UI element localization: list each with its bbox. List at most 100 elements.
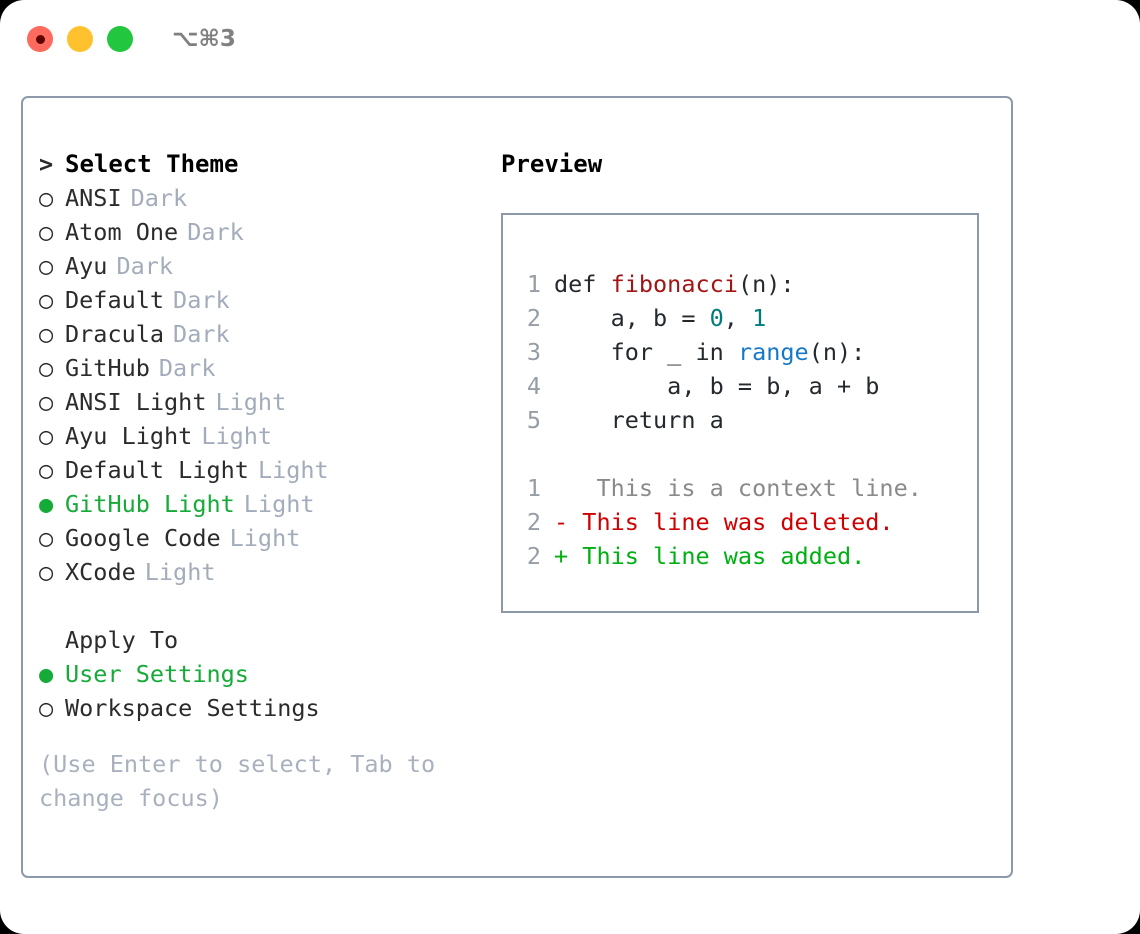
zoom-button-icon[interactable] xyxy=(107,26,133,52)
radio-icon[interactable]: ○ xyxy=(39,354,54,382)
theme-list-item[interactable]: ○ Default Dark xyxy=(39,283,479,317)
code-token: , xyxy=(723,304,753,332)
theme-list-item-selected[interactable]: ● GitHub Light Light xyxy=(39,487,479,521)
code-line: 2 a, b = 0, 1 xyxy=(503,301,977,335)
code-token: (n): xyxy=(808,338,866,366)
radio-icon[interactable]: ○ xyxy=(39,524,54,552)
keyboard-shortcut-label: ⌥⌘3 xyxy=(172,26,236,52)
window-controls xyxy=(27,26,133,52)
diff-content: This line was deleted. xyxy=(568,508,894,536)
theme-variant-tag: Dark xyxy=(116,252,174,280)
radio-icon[interactable]: ○ xyxy=(39,286,54,314)
code-content: for _ in range(n): xyxy=(554,335,866,369)
theme-list-item[interactable]: ○ ANSI Dark xyxy=(39,181,479,215)
theme-list: ○ ANSI Dark ○ Atom One Dark ○ Ayu Dark xyxy=(39,181,479,589)
radio-icon[interactable]: ○ xyxy=(39,558,54,586)
radio-icon[interactable]: ○ xyxy=(39,218,54,246)
theme-variant-tag: Light xyxy=(229,524,301,552)
code-token: for _ in xyxy=(554,338,738,366)
diff-sign xyxy=(554,471,568,505)
line-number: 1 xyxy=(526,474,541,502)
theme-name: ANSI Light xyxy=(65,388,207,416)
line-number: 2 xyxy=(526,542,541,570)
radio-icon[interactable]: ○ xyxy=(39,388,54,416)
preview-box: 1 def fibonacci(n): 2 a, b = 0, 1 3 for … xyxy=(501,213,979,613)
code-token-call: range xyxy=(737,338,809,366)
list-spacer xyxy=(39,589,479,623)
radio-icon-selected[interactable]: ● xyxy=(39,660,54,688)
code-content: a, b = 0, 1 xyxy=(554,301,767,335)
radio-icon-selected[interactable]: ● xyxy=(39,490,54,518)
code-token: def xyxy=(554,270,611,298)
theme-name: GitHub xyxy=(65,354,150,382)
code-token-number: 1 xyxy=(752,304,767,332)
code-line: 5 return a xyxy=(503,403,977,437)
theme-selector-column: > Select Theme ○ ANSI Dark ○ Atom One Da… xyxy=(39,147,479,815)
theme-list-item[interactable]: ○ Dracula Dark xyxy=(39,317,479,351)
diff-sign: - xyxy=(554,508,569,536)
code-token-function: fibonacci xyxy=(610,270,738,298)
code-content: return a xyxy=(554,406,724,434)
theme-list-item[interactable]: ○ Atom One Dark xyxy=(39,215,479,249)
close-button-icon[interactable] xyxy=(27,26,53,52)
minimize-button-icon[interactable] xyxy=(67,26,93,52)
radio-icon[interactable]: ○ xyxy=(39,320,54,348)
preview-title: Preview xyxy=(501,150,603,178)
theme-list-item[interactable]: ○ GitHub Dark xyxy=(39,351,479,385)
line-number: 2 xyxy=(526,508,541,536)
theme-name: Default Light xyxy=(65,456,249,484)
theme-list-item[interactable]: ○ Google Code Light xyxy=(39,521,479,555)
theme-variant-tag: Dark xyxy=(187,218,244,246)
line-number: 2 xyxy=(526,304,541,332)
theme-list-item[interactable]: ○ ANSI Light Light xyxy=(39,385,479,419)
theme-variant-tag: Light xyxy=(215,388,287,416)
theme-name: Ayu xyxy=(65,252,108,280)
radio-icon[interactable]: ○ xyxy=(39,694,54,722)
apply-to-item[interactable]: ○ Workspace Settings xyxy=(39,691,479,725)
line-number: 3 xyxy=(526,338,541,366)
code-line: 4 a, b = b, a + b xyxy=(503,369,977,403)
theme-variant-tag: Light xyxy=(257,456,329,484)
diff-content: This is a context line. xyxy=(568,474,922,502)
radio-icon[interactable]: ○ xyxy=(39,252,54,280)
radio-icon[interactable]: ○ xyxy=(39,184,54,212)
theme-name: Atom One xyxy=(65,218,179,246)
theme-variant-tag: Dark xyxy=(173,286,230,314)
radio-icon[interactable]: ○ xyxy=(39,422,54,450)
theme-variant-tag: Light xyxy=(201,422,273,450)
preview-separator xyxy=(503,437,977,471)
theme-list-header-label: Select Theme xyxy=(65,150,239,178)
theme-name: Ayu Light xyxy=(65,422,193,450)
apply-to-list: ● User Settings ○ Workspace Settings xyxy=(39,657,479,725)
close-button-core xyxy=(35,34,45,44)
code-content: a, b = b, a + b xyxy=(554,372,880,400)
apply-to-header-label: Apply To xyxy=(65,626,179,654)
diff-line-deleted: 2 - This line was deleted. xyxy=(503,505,977,539)
theme-list-item[interactable]: ○ Ayu Dark xyxy=(39,249,479,283)
code-line: 1 def fibonacci(n): xyxy=(503,267,977,301)
diff-content: This line was added. xyxy=(568,542,866,570)
line-number: 1 xyxy=(526,270,541,298)
main-panel: > Select Theme ○ ANSI Dark ○ Atom One Da… xyxy=(21,96,1013,878)
theme-variant-tag: Dark xyxy=(130,184,188,212)
apply-to-label: Workspace Settings xyxy=(65,694,320,722)
theme-list-item[interactable]: ○ XCode Light xyxy=(39,555,479,589)
apply-to-header: Apply To xyxy=(39,623,479,657)
radio-icon[interactable]: ○ xyxy=(39,456,54,484)
apply-to-item-selected[interactable]: ● User Settings xyxy=(39,657,479,691)
theme-name: Dracula xyxy=(65,320,165,348)
theme-list-item[interactable]: ○ Ayu Light Light xyxy=(39,419,479,453)
theme-variant-tag: Dark xyxy=(173,320,230,348)
apply-to-label: User Settings xyxy=(65,660,249,688)
theme-name: Google Code xyxy=(65,524,221,552)
theme-list-header: > Select Theme xyxy=(39,147,479,181)
code-content: def fibonacci(n): xyxy=(554,267,795,301)
theme-variant-tag: Dark xyxy=(158,354,216,382)
theme-name: XCode xyxy=(65,558,136,586)
code-token-number: 0 xyxy=(709,304,724,332)
theme-list-item[interactable]: ○ Default Light Light xyxy=(39,453,479,487)
diff-line-added: 2 + This line was added. xyxy=(503,539,977,573)
diff-line-context: 1 This is a context line. xyxy=(503,471,977,505)
apply-to-header-indent xyxy=(39,623,65,657)
